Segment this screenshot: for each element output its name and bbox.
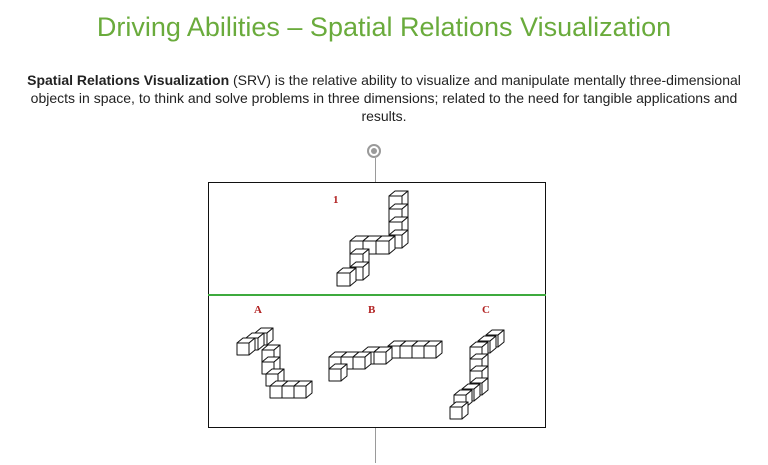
cube xyxy=(328,368,342,382)
figure-divider xyxy=(208,294,546,296)
cube xyxy=(423,345,437,359)
cube xyxy=(375,240,390,255)
option-c-cube-shape xyxy=(449,329,505,420)
option-b-cube-shape xyxy=(328,340,443,382)
cube xyxy=(399,345,413,359)
target-shape-label: 1 xyxy=(333,194,339,206)
option-a-label: A xyxy=(254,304,262,316)
description: Spatial Relations Visualization (SRV) is… xyxy=(20,71,748,125)
cube xyxy=(236,342,250,356)
cube xyxy=(352,356,366,370)
timeline-node xyxy=(367,144,381,158)
description-term: Spatial Relations Visualization xyxy=(27,72,230,88)
cube xyxy=(281,385,295,399)
cube xyxy=(336,272,351,287)
spatial-test-figure xyxy=(208,182,546,428)
target-cube-shape xyxy=(336,190,409,287)
cube xyxy=(293,385,307,399)
option-a-cube-shape xyxy=(236,327,313,399)
cube xyxy=(449,406,463,420)
option-c-label: C xyxy=(482,304,490,316)
cube xyxy=(411,345,425,359)
page-title: Driving Abilities – Spatial Relations Vi… xyxy=(96,12,672,42)
option-b-label: B xyxy=(368,304,376,316)
connector-line-bottom xyxy=(375,428,376,463)
description-body: (SRV) is the relative ability to visuali… xyxy=(30,72,741,124)
connector-line-top xyxy=(375,158,376,183)
cube xyxy=(373,351,387,365)
cube xyxy=(269,385,283,399)
